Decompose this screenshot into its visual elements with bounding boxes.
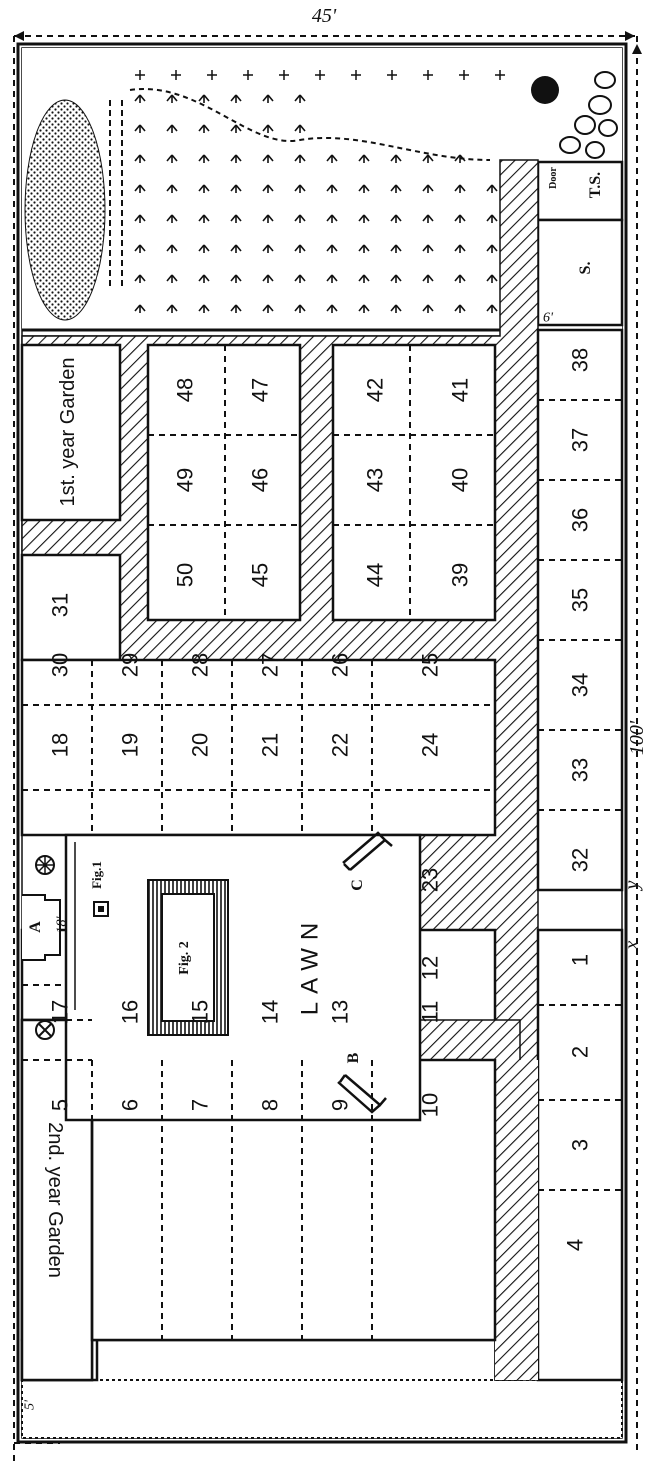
plot-number: 31	[48, 593, 73, 617]
seat-b	[337, 1074, 387, 1114]
plot-number: 10	[418, 1093, 443, 1117]
tool-shed-label: T.S.	[587, 172, 604, 198]
first-year-label: 1st. year Garden	[57, 358, 79, 507]
shed-dimension: 6'	[543, 311, 554, 326]
cross-circle-icon	[35, 1020, 55, 1040]
plot-number: 11	[418, 1001, 443, 1024]
plot-number: 33	[568, 758, 593, 782]
plot-divisions	[22, 345, 622, 1340]
border-dimension: 5'	[23, 1399, 38, 1410]
plot-number: 45	[248, 563, 273, 587]
seat-a-label: A	[27, 921, 44, 933]
seat-c	[342, 831, 393, 871]
plot-number: 37	[568, 428, 593, 452]
fig2-label: Fig. 2	[177, 941, 192, 974]
storage-shed	[536, 218, 624, 327]
stepping-stones	[559, 71, 618, 159]
plot-number: 40	[448, 468, 473, 492]
plot-number: 32	[568, 848, 593, 872]
fig1-label: Fig.1	[89, 861, 104, 889]
lawn-dimension: 18'	[55, 916, 70, 934]
stream-line	[129, 88, 491, 161]
plot-number: 29	[118, 653, 143, 677]
plot-number: 25	[418, 653, 443, 677]
seat-a	[22, 894, 61, 961]
plant-marks	[134, 70, 505, 313]
plot-number: 17	[48, 1000, 73, 1024]
width-dimension: 45'	[312, 5, 337, 27]
plot-number: 21	[258, 733, 283, 757]
shrub-mass	[24, 99, 106, 321]
fig2-pool	[161, 893, 215, 1022]
plot-number: 41	[448, 378, 473, 402]
plot-number: 19	[118, 733, 143, 757]
bush-icon	[531, 76, 559, 104]
plot-number: 5	[48, 1099, 73, 1111]
plot-number: 9	[328, 1099, 353, 1111]
plot-number: 38	[568, 348, 593, 372]
plot-number: 6	[118, 1099, 143, 1111]
plot-number: 48	[173, 378, 198, 402]
plot-number: 2	[568, 1046, 593, 1058]
door-label: Door	[548, 167, 559, 189]
plot-number: 42	[363, 378, 388, 402]
plot-number: 22	[328, 733, 353, 757]
plot-number: 36	[568, 508, 593, 532]
plot-number: 47	[248, 378, 273, 402]
marker-x: x	[621, 940, 643, 950]
lawn-label: LAWN	[297, 915, 324, 1015]
plot-number: 27	[258, 653, 283, 677]
plot-number: 26	[328, 653, 353, 677]
plot-number: 23	[418, 868, 443, 892]
plot-number: 12	[418, 956, 443, 980]
plot-number: 16	[118, 1000, 143, 1024]
marker-y: y	[621, 880, 643, 891]
border-strip	[21, 1379, 623, 1439]
plot-number: 1	[568, 954, 593, 966]
plot-number: 18	[48, 733, 73, 757]
plot-number: 34	[568, 673, 593, 697]
plot-number: 4	[563, 1239, 588, 1251]
second-year-label: 2nd. year Garden	[44, 1122, 66, 1278]
flower-icon	[35, 855, 55, 875]
plot-number: 50	[173, 563, 198, 587]
tool-shed	[536, 160, 624, 222]
plot-number: 20	[188, 733, 213, 757]
plot-number: 24	[418, 733, 443, 757]
plot-number: 30	[48, 653, 73, 677]
lawn	[64, 833, 422, 1122]
plot-number: 46	[248, 468, 273, 492]
plot-number: 28	[188, 653, 213, 677]
plot-number: 14	[258, 1000, 283, 1024]
plot-number: 49	[173, 468, 198, 492]
first-year-garden	[20, 343, 122, 522]
storage-label: S.	[577, 262, 594, 275]
plot-number: 7	[188, 1099, 213, 1111]
plot-number: 39	[448, 563, 473, 587]
plot-number: 43	[363, 468, 388, 492]
plot-number: 44	[363, 563, 388, 587]
plot-number: 3	[568, 1139, 593, 1151]
length-dimension: 100'	[626, 720, 648, 755]
plot-number: 8	[258, 1099, 283, 1111]
seat-c-label: C	[349, 879, 366, 891]
seat-b-label: B	[345, 1052, 362, 1063]
plot-number: 35	[568, 588, 593, 612]
plot-number: 15	[188, 1000, 213, 1024]
plot-number: 13	[328, 1000, 353, 1024]
